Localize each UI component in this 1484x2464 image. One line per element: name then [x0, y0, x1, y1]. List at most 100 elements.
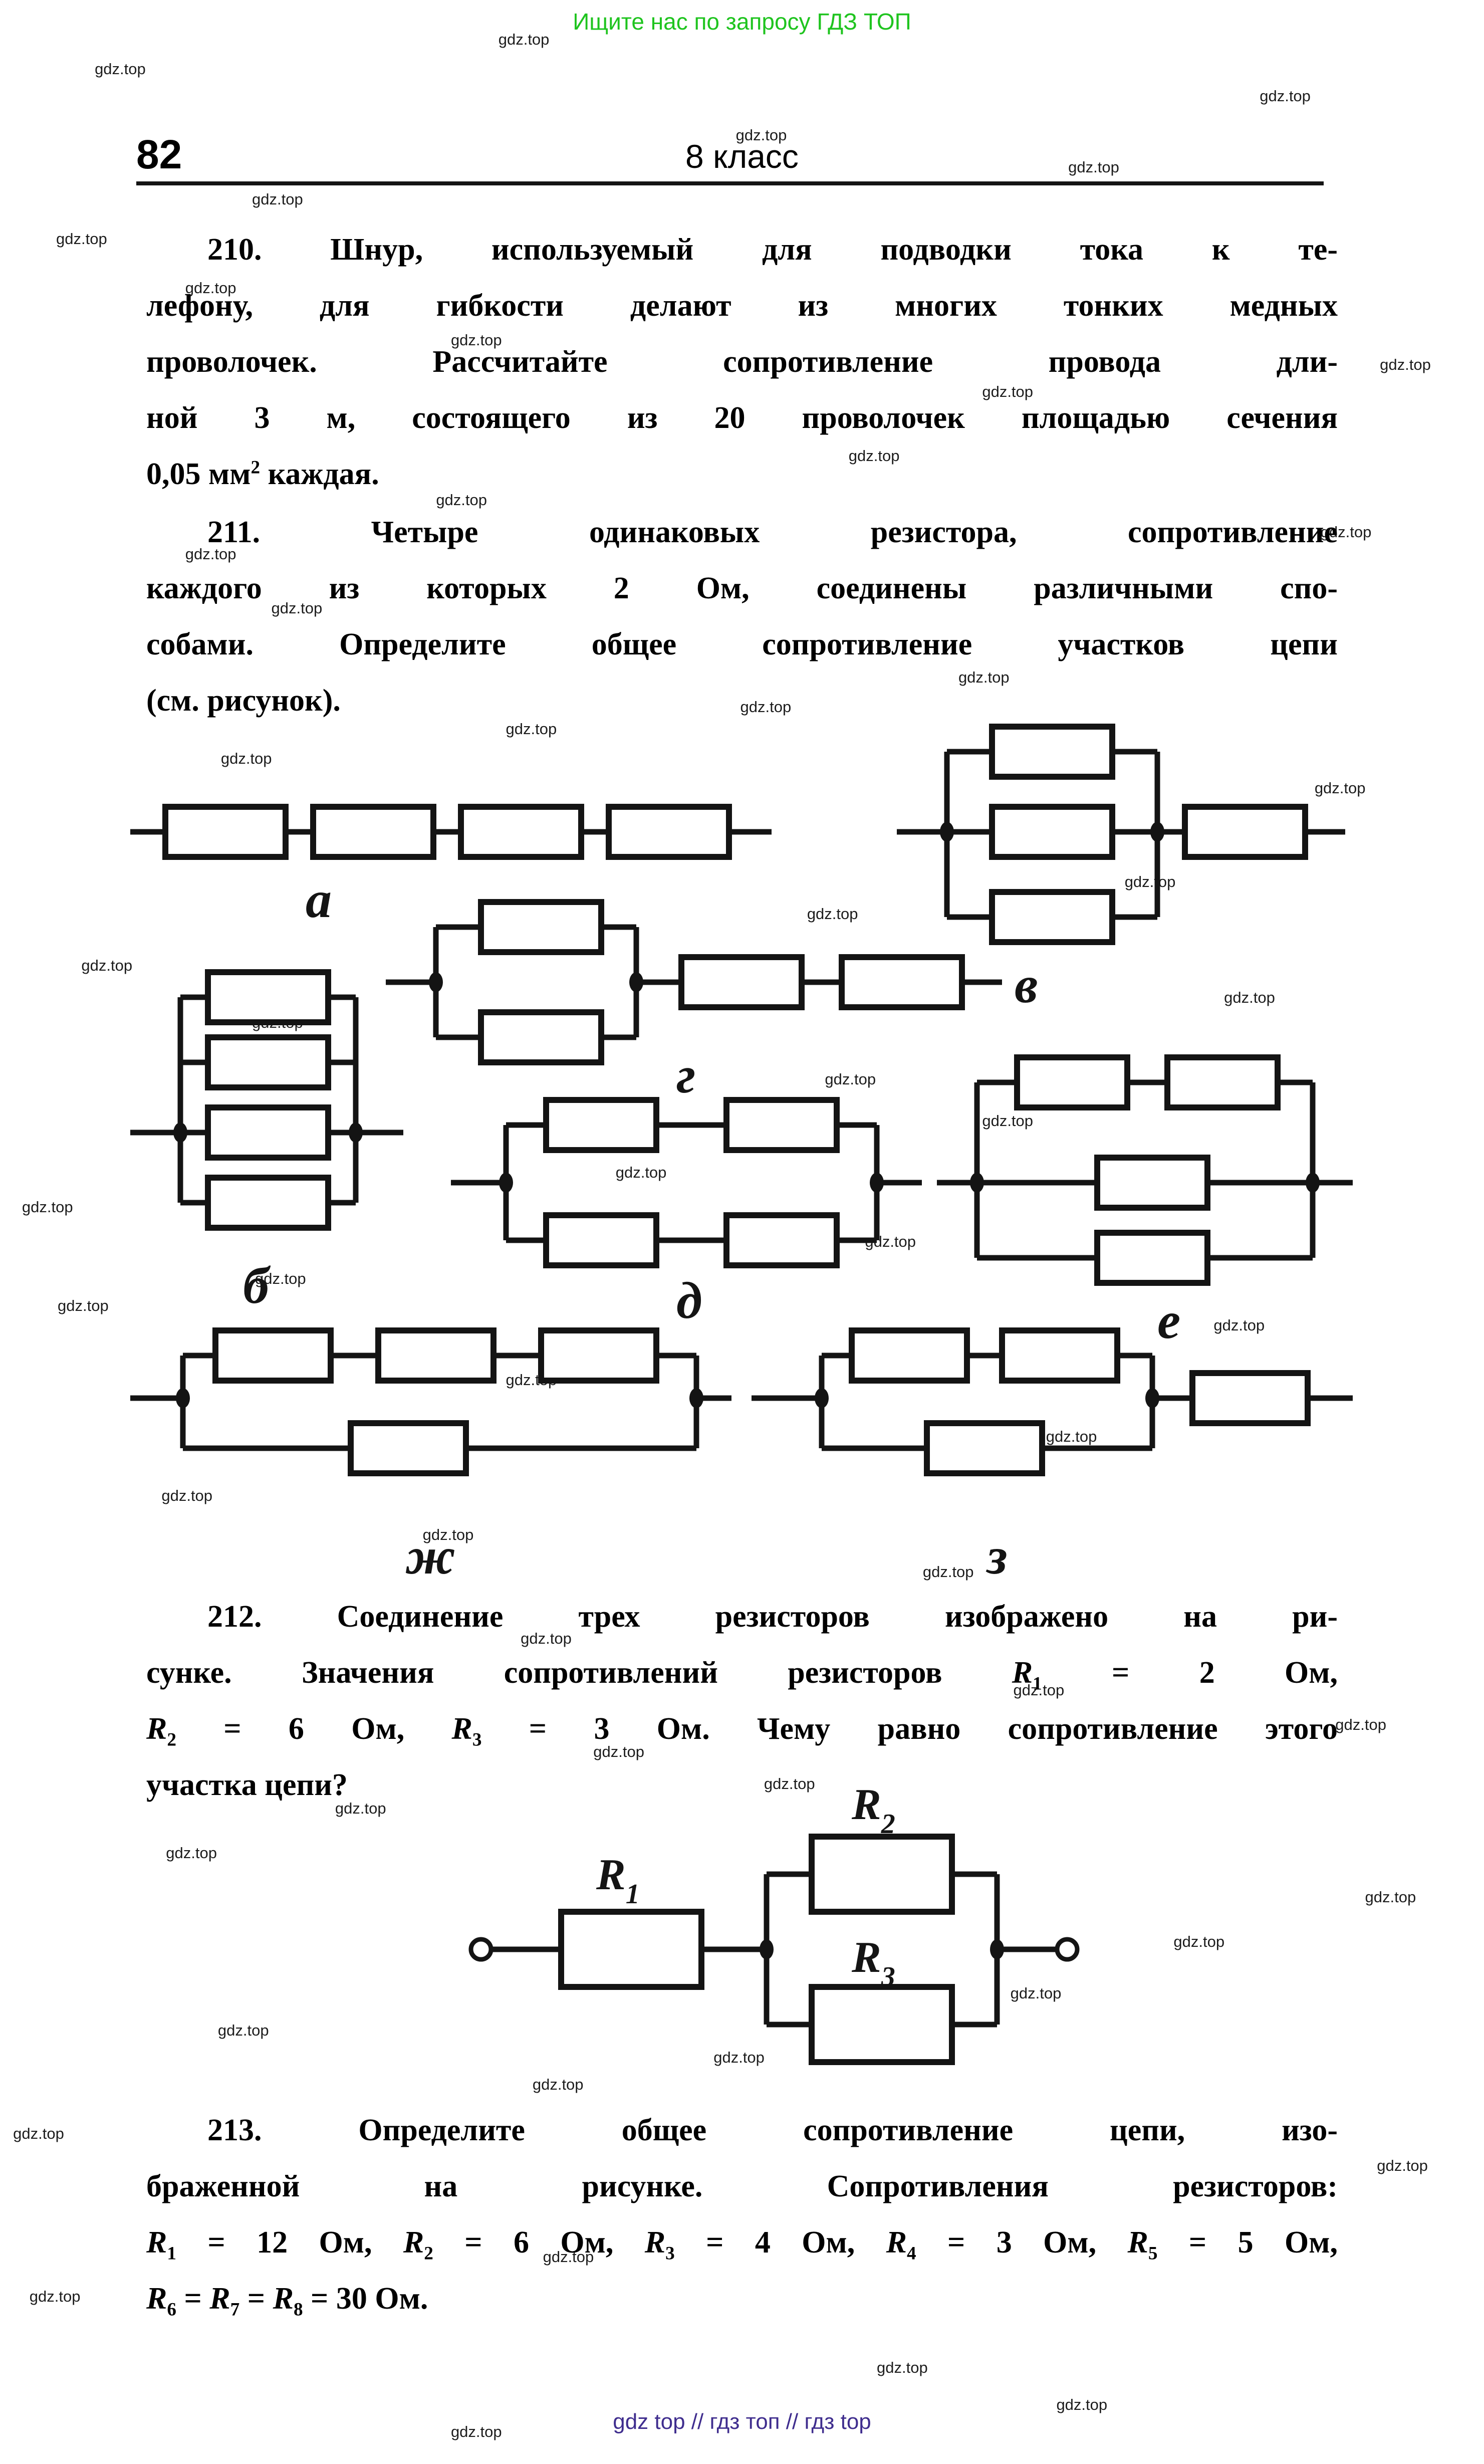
watermark: gdz.top	[13, 2125, 64, 2143]
watermark: gdz.top	[1056, 2395, 1108, 2413]
junction-dot	[940, 822, 954, 842]
circuit-212: R1 R2 R3	[451, 1780, 1102, 2105]
resistor	[999, 1327, 1120, 1384]
circuit-z-parallel-plus-series: з	[762, 1303, 1413, 1594]
label-r2: R2	[851, 1780, 895, 1840]
text-line: 212. Соединение трех резисторов изображе…	[207, 1600, 1338, 1634]
watermark: gdz.top	[1013, 1681, 1065, 1699]
watermark: gdz.top	[498, 30, 550, 48]
problem-211: 211. Четыре одинаковых резистора, сопрот…	[146, 504, 1338, 729]
resistor	[478, 899, 604, 955]
watermark: gdz.top	[532, 2075, 584, 2093]
watermark: gdz.top	[29, 2287, 81, 2305]
problem-213: 213. Определите общее сопротивление цепи…	[146, 2102, 1338, 2327]
circuit-v-label: в	[1015, 956, 1038, 1014]
watermark: gdz.top	[185, 545, 236, 563]
watermark: gdz.top	[436, 491, 487, 509]
circuit-g-parallel2-series2: г	[386, 882, 1012, 1104]
header-rule	[136, 181, 1324, 185]
text-line: 0,05 мм2 каждая.	[146, 457, 379, 491]
watermark: gdz.top	[450, 2423, 502, 2441]
watermark: gdz.top	[922, 1563, 974, 1581]
watermark: gdz.top	[58, 1297, 109, 1314]
circuit-a-label: а	[306, 871, 332, 929]
watermark: gdz.top	[56, 230, 107, 248]
text-line: 210. Шнур, используемый для подводки ток…	[207, 233, 1338, 267]
watermark: gdz.top	[543, 2248, 594, 2266]
resistor	[162, 804, 289, 860]
watermark: gdz.top	[958, 668, 1010, 687]
resistor	[1094, 1230, 1210, 1286]
resistor	[606, 804, 732, 860]
problem-212: 212. Соединение трех резисторов изображе…	[146, 1589, 1338, 1813]
label-r1: R1	[596, 1851, 640, 1910]
junction-dot	[429, 972, 443, 992]
watermark: gdz.top	[1380, 355, 1431, 373]
resistor	[310, 804, 436, 860]
watermark: gdz.top	[450, 331, 502, 349]
resistor	[543, 1097, 659, 1153]
resistor	[678, 954, 805, 1010]
watermark: gdz.top	[521, 1629, 572, 1647]
resistor	[205, 969, 331, 1025]
watermark: gdz.top	[1224, 989, 1275, 1007]
watermark: gdz.top	[713, 2048, 765, 2066]
watermark: gdz.top	[1314, 779, 1366, 797]
watermark: gdz.top	[1068, 158, 1119, 176]
resistor	[543, 1212, 659, 1268]
watermark: gdz.top	[1335, 1715, 1386, 1733]
resistor	[458, 804, 584, 860]
page-title: 8 класс	[685, 138, 799, 175]
circuit-b-label: б	[243, 1257, 271, 1314]
junction-dot	[176, 1388, 190, 1408]
watermark: gdz.top	[506, 720, 557, 738]
text-line: проволочек. Рассчитайте сопротивление пр…	[146, 345, 1338, 379]
watermark: gdz.top	[1124, 873, 1176, 891]
watermark: gdz.top	[848, 446, 900, 465]
watermark: gdz.top	[166, 1844, 217, 1862]
resistor	[1094, 1155, 1210, 1211]
watermark: gdz.top	[615, 1164, 667, 1182]
watermark: gdz.top	[1010, 1984, 1062, 2002]
resistor	[205, 1175, 331, 1231]
watermark: gdz.top	[95, 60, 146, 78]
problem-210: 210. Шнур, используемый для подводки ток…	[146, 221, 1338, 502]
watermark: gdz.top	[1260, 87, 1311, 105]
circuit-d-series2-parallel: д	[451, 1077, 932, 1333]
resistor	[212, 1327, 334, 1384]
watermark: gdz.top	[271, 599, 323, 617]
watermark: gdz.top	[335, 1800, 386, 1818]
promo-top-text: Ищите нас по запросу ГДЗ ТОП	[573, 9, 911, 35]
watermark: gdz.top	[1173, 1932, 1225, 1950]
watermark: gdz.top	[735, 126, 787, 144]
watermark: gdz.top	[81, 957, 133, 975]
text-line: сунке. Значения сопротивлений резисторов…	[146, 1656, 1338, 1694]
junction-dot	[970, 1173, 984, 1193]
resistor	[723, 1212, 840, 1268]
circuit-zh-label: ж	[405, 1527, 455, 1585]
watermark: gdz.top	[422, 1526, 474, 1544]
text-line: участка цепи?	[146, 1768, 348, 1802]
junction-dot	[349, 1123, 363, 1143]
resistor	[1014, 1054, 1130, 1110]
resistor-r3	[809, 1984, 955, 2065]
terminal	[1055, 1937, 1080, 1962]
junction-dot	[760, 1939, 774, 1959]
watermark: gdz.top	[877, 2359, 928, 2377]
watermark: gdz.top	[740, 698, 792, 716]
watermark: gdz.top	[825, 1070, 876, 1088]
watermark: gdz.top	[1365, 1888, 1416, 1906]
page-number: 82	[136, 132, 182, 177]
resistor	[375, 1327, 497, 1384]
watermark: gdz.top	[1046, 1427, 1097, 1445]
watermark: gdz.top	[217, 2021, 269, 2039]
circuit-g-label: г	[676, 1046, 695, 1104]
watermark: gdz.top	[807, 905, 858, 923]
junction-dot	[173, 1123, 187, 1143]
junction-dot	[815, 1388, 829, 1408]
circuit-a-series-4: а	[130, 792, 782, 932]
text-line: лефону, для гибкости делают из многих то…	[146, 289, 1338, 323]
watermark: gdz.top	[764, 1774, 815, 1793]
circuit-b-parallel-4: б	[130, 947, 441, 1338]
watermark: gdz.top	[1377, 2157, 1428, 2175]
